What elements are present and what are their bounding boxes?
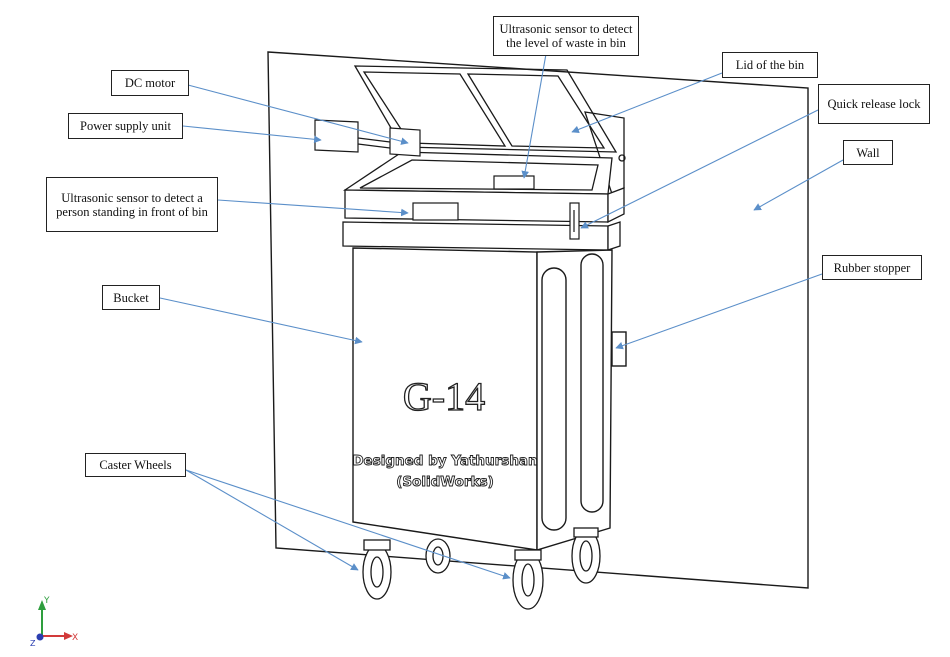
designer-text-line1: Designed by Yathurshan [352, 453, 537, 469]
ultrasonic-sensor-front [412, 202, 459, 221]
quick-release-lock [569, 202, 580, 240]
caster-wheels [362, 527, 601, 610]
ultrasonic-sensor-top [493, 175, 535, 190]
bin-model-text: G-14 [403, 374, 485, 419]
label-lid-of-bin: Lid of the bin [722, 52, 818, 78]
bin-top-housing [342, 151, 625, 251]
label-dc-motor: DC motor [111, 70, 189, 96]
leader-lines [159, 53, 844, 580]
label-caster-wheels: Caster Wheels [85, 453, 186, 477]
axis-y-label: Y [43, 596, 50, 606]
designer-text-line2: (SolidWorks) [396, 474, 494, 490]
label-bucket: Bucket [102, 285, 160, 310]
label-ultrasonic-person: Ultrasonic sensor to detect a person sta… [46, 177, 218, 232]
coordinate-triad: Y X Z [30, 596, 78, 648]
label-ultrasonic-waste: Ultrasonic sensor to detect the level of… [493, 16, 639, 56]
label-power-supply-unit: Power supply unit [68, 113, 183, 139]
label-quick-release-lock: Quick release lock [818, 84, 930, 124]
label-wall: Wall [843, 140, 893, 165]
bucket-body [352, 247, 627, 551]
label-rubber-stopper: Rubber stopper [822, 255, 922, 280]
axis-x-label: X [72, 633, 78, 643]
axis-z-label: Z [30, 639, 36, 648]
power-supply-unit [314, 119, 359, 153]
